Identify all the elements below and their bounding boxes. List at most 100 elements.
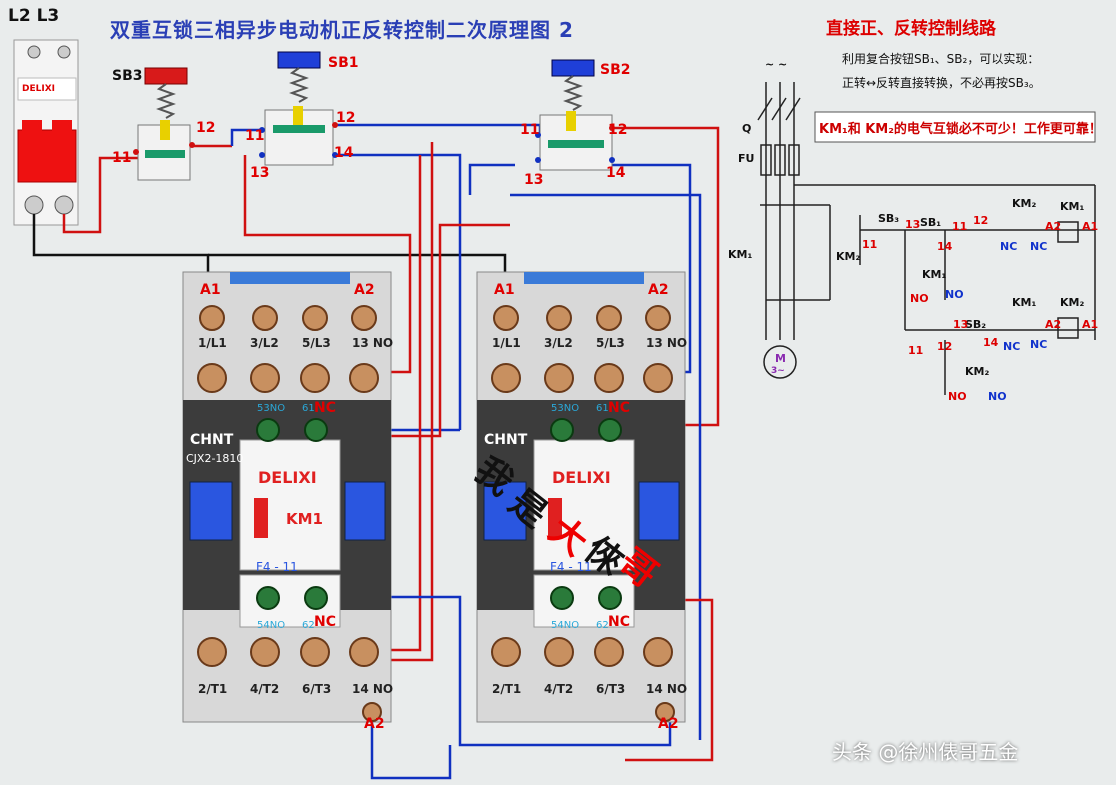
km2-term-4t2: 4/T2 bbox=[544, 682, 574, 696]
sch-n11-b: 11 bbox=[952, 220, 968, 233]
schematic-heading: 直接正、反转控制线路 bbox=[826, 19, 996, 39]
km1-54no: 54NO bbox=[257, 620, 286, 631]
km2-nc-top: NC bbox=[608, 400, 630, 416]
sb2-term-11: 11 bbox=[520, 122, 540, 138]
schematic-sb2: SB₂ bbox=[965, 318, 987, 331]
schematic-km2-coil: KM₂ bbox=[1060, 296, 1085, 309]
sch-a2-a: A2 bbox=[1045, 220, 1062, 233]
km2-brand-top: CHNT bbox=[484, 432, 528, 448]
km2-term-5l3: 5/L3 bbox=[596, 336, 625, 350]
schematic-q: Q bbox=[742, 122, 752, 135]
schematic-km2-nc: KM₂ bbox=[1012, 197, 1037, 210]
km1-name: KM1 bbox=[286, 510, 323, 528]
schematic-tilde: ~ ~ bbox=[765, 58, 788, 71]
schematic-motor-sub: 3~ bbox=[771, 366, 785, 376]
sb1-label: SB1 bbox=[328, 55, 359, 71]
schematic-motor: M bbox=[775, 352, 786, 365]
sch-n12-b: 12 bbox=[937, 340, 953, 353]
km2-term-6t3: 6/T3 bbox=[596, 682, 626, 696]
km2-53no: 53NO bbox=[551, 403, 580, 414]
km1-term-1l1: 1/L1 bbox=[198, 336, 227, 350]
km2-brand: DELIXI bbox=[552, 468, 611, 487]
km1-term-3l2: 3/L2 bbox=[250, 336, 279, 350]
sch-nc-c: NC bbox=[1003, 340, 1021, 353]
km1-term-13no: 13 NO bbox=[352, 336, 394, 350]
sb3-label: SB3 bbox=[112, 68, 143, 84]
sch-n14-b: 14 bbox=[983, 336, 999, 349]
sch-a1-b: A1 bbox=[1082, 318, 1099, 331]
schematic-km1-nc: KM₁ bbox=[1012, 296, 1037, 309]
km2-term-2t1: 2/T1 bbox=[492, 682, 522, 696]
sb3-term-12: 12 bbox=[196, 120, 216, 136]
km1-62: 62 bbox=[302, 620, 315, 631]
sb3-term-11: 11 bbox=[112, 150, 132, 166]
breaker-label: L2 L3 bbox=[8, 6, 60, 26]
breaker-brand: DELIXI bbox=[22, 84, 55, 94]
aux-screws bbox=[256, 418, 622, 610]
sb1-term-11: 11 bbox=[245, 128, 265, 144]
sb2-term-14: 14 bbox=[606, 165, 626, 181]
schematic-km1-coil: KM₁ bbox=[1060, 200, 1085, 213]
schematic-km2-aux: KM₂ bbox=[965, 365, 990, 378]
km1-term-5l3: 5/L3 bbox=[302, 336, 331, 350]
km1-term-4t2: 4/T2 bbox=[250, 682, 280, 696]
sch-n13-a: 13 bbox=[905, 218, 921, 231]
sb2-term-12: 12 bbox=[608, 122, 628, 138]
km1-term-14no: 14 NO bbox=[352, 682, 394, 696]
sch-n12-a: 12 bbox=[973, 214, 989, 227]
km1-53no: 53NO bbox=[257, 403, 286, 414]
pushbutton-sb2 bbox=[535, 59, 615, 171]
pushbutton-sb1 bbox=[259, 51, 338, 166]
schematic-km2-main: KM₂ bbox=[836, 250, 861, 263]
sb1-term-13: 13 bbox=[250, 165, 270, 181]
km1-nc-bot: NC bbox=[314, 614, 336, 630]
sch-a1-a: A1 bbox=[1082, 220, 1099, 233]
km1-brand-top: CHNT bbox=[190, 432, 234, 448]
km1-term-6t3: 6/T3 bbox=[302, 682, 332, 696]
footer-credit: 头条 @徐州俵哥五金 bbox=[832, 740, 1019, 764]
pushbutton-sb3 bbox=[133, 67, 195, 181]
km2-term-1l1: 1/L1 bbox=[492, 336, 521, 350]
km2-a2-bottom: A2 bbox=[658, 716, 679, 732]
km1-61: 61 bbox=[302, 403, 315, 414]
sch-no-c: NO bbox=[948, 390, 967, 403]
sch-n11-a: 11 bbox=[862, 238, 878, 251]
schematic-lines bbox=[757, 82, 1096, 395]
sch-no-b: NO bbox=[945, 288, 964, 301]
schematic-note-2: 正转↔反转直接转换，不必再按SB₃。 bbox=[842, 76, 1041, 90]
sb2-term-13: 13 bbox=[524, 172, 544, 188]
km2-62: 62 bbox=[596, 620, 609, 631]
km2-a2-label: A2 bbox=[648, 282, 669, 298]
km2-term-14no: 14 NO bbox=[646, 682, 688, 696]
km1-brand: DELIXI bbox=[258, 468, 317, 487]
km2-nc-bot: NC bbox=[608, 614, 630, 630]
schematic-fu: FU bbox=[738, 152, 755, 165]
sch-n11-c: 11 bbox=[908, 344, 924, 357]
km2-term-3l2: 3/L2 bbox=[544, 336, 573, 350]
km1-nc-top: NC bbox=[314, 400, 336, 416]
sch-no-a: NO bbox=[910, 292, 929, 305]
schematic-km1-main: KM₁ bbox=[728, 248, 753, 261]
km1-model: CJX2-1810 bbox=[186, 452, 244, 465]
terminal-screws bbox=[197, 305, 675, 722]
page-title: 双重互锁三相异步电动机正反转控制二次原理图 2 bbox=[110, 18, 574, 42]
sch-nc-b: NC bbox=[1030, 240, 1048, 253]
schematic-banner: KM₁和 KM₂的电气互锁必不可少！工作更可靠！ bbox=[819, 122, 1102, 137]
sch-n14-a: 14 bbox=[937, 240, 953, 253]
sb1-term-14: 14 bbox=[334, 145, 354, 161]
sch-no-d: NO bbox=[988, 390, 1007, 403]
sb2-label: SB2 bbox=[600, 62, 631, 78]
circuit-breaker bbox=[13, 39, 79, 226]
schematic-km1-aux: KM₁ bbox=[922, 268, 947, 281]
sch-n13-b: 13 bbox=[953, 318, 969, 331]
km1-a2-label: A2 bbox=[354, 282, 375, 298]
km2-61: 61 bbox=[596, 403, 609, 414]
km1-a2-bottom: A2 bbox=[364, 716, 385, 732]
km1-aux-block: F4 - 11 bbox=[256, 560, 298, 574]
km2-aux-block: F4 - 11 bbox=[550, 560, 592, 574]
schematic-note-1: 利用复合按钮SB₁、SB₂，可以实现： bbox=[842, 52, 1040, 66]
sch-nc-d: NC bbox=[1030, 338, 1048, 351]
km1-term-2t1: 2/T1 bbox=[198, 682, 228, 696]
